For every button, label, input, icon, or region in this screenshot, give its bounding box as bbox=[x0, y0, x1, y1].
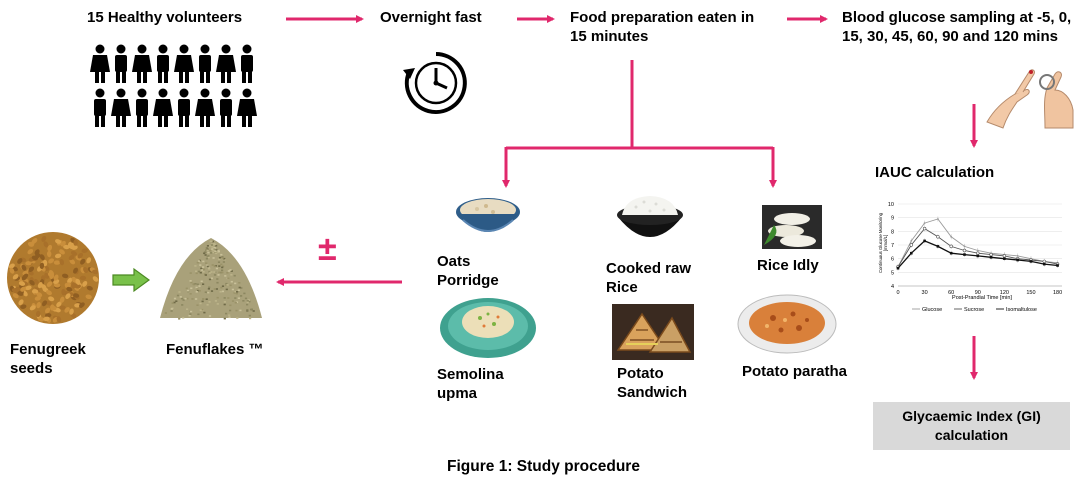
chart-point bbox=[976, 249, 979, 252]
chart-ytick-label: 9 bbox=[891, 216, 894, 222]
step-sampling-label: Blood glucose sampling at -5, 0, 15, 30,… bbox=[842, 9, 1072, 45]
chart-legend-entry: Isomaltulose bbox=[1006, 307, 1037, 313]
chart-ytick-label: 8 bbox=[891, 229, 894, 235]
chart-xtick-label: 150 bbox=[1026, 290, 1035, 296]
rice-idly-icon bbox=[762, 205, 822, 249]
food-rice-label: Cooked raw Rice bbox=[606, 260, 692, 296]
chart-point bbox=[976, 254, 980, 258]
chart-point bbox=[1016, 255, 1019, 257]
chart-point bbox=[936, 235, 940, 239]
step-volunteers-label: 15 Healthy volunteers bbox=[87, 9, 243, 26]
chart-point bbox=[989, 256, 993, 259]
chart-point bbox=[949, 244, 953, 249]
food-oats-label: Oats Porridge bbox=[437, 253, 499, 289]
oats-porridge-icon bbox=[456, 198, 520, 232]
chart-point bbox=[962, 248, 967, 253]
chart-xtick-label: 30 bbox=[922, 290, 928, 296]
semolina-upma-icon bbox=[440, 298, 536, 358]
cooked-rice-icon bbox=[617, 196, 683, 237]
chart-point bbox=[909, 243, 913, 247]
step-food-prep-label: Food preparation eaten in 15 minutes bbox=[570, 9, 755, 45]
chart-point bbox=[949, 251, 953, 255]
person-icon bbox=[153, 88, 173, 127]
chart-ytick-label: 7 bbox=[891, 243, 894, 249]
person-icon bbox=[216, 44, 236, 83]
chart-ytick-label: 6 bbox=[891, 257, 894, 263]
step-gi-box: Glycaemic Index (GI) calculation bbox=[873, 402, 1070, 450]
chart-ytick-label: 5 bbox=[891, 270, 894, 276]
chart-xlabel: Post-Prandial Time [min] bbox=[952, 295, 1012, 301]
chart-point bbox=[936, 245, 940, 248]
chart-xtick-label: 0 bbox=[896, 290, 899, 296]
person-icon bbox=[195, 88, 215, 127]
chart-xtick-label: 120 bbox=[1000, 290, 1009, 296]
person-icon bbox=[136, 88, 148, 127]
glucose-chart: 4 5 6 7 8 9 10 0 30 60 90 120 150 180 Post-Prandial T… bbox=[878, 202, 1062, 313]
chart-point bbox=[1056, 264, 1059, 267]
clock-icon bbox=[403, 52, 467, 114]
volunteers-icon bbox=[90, 44, 257, 127]
person-icon bbox=[94, 88, 106, 127]
person-icon bbox=[115, 44, 127, 83]
chart-series-line bbox=[897, 228, 1058, 268]
chart-point bbox=[910, 240, 913, 242]
chart-point bbox=[963, 245, 966, 248]
chart-point bbox=[1029, 260, 1033, 263]
chart-ylabel: Continuous Glucose Monitoring[mmol/L] bbox=[878, 212, 888, 273]
chart-point bbox=[922, 226, 927, 231]
person-icon bbox=[132, 44, 152, 83]
step-iauc-label: IAUC calculation bbox=[875, 164, 995, 181]
chart-legend-entry: Sucrose bbox=[964, 307, 984, 313]
food-sandwich-label: Potato Sandwich bbox=[617, 365, 688, 401]
chart-point bbox=[909, 251, 913, 255]
chart-xtick-label: 60 bbox=[948, 290, 954, 296]
chart-ytick-label: 10 bbox=[888, 202, 894, 208]
green-arrow-icon bbox=[112, 267, 151, 293]
person-icon bbox=[174, 44, 194, 83]
plus-minus-icon: ± bbox=[318, 230, 337, 268]
ingredient-seeds-label: Fenugreek seeds bbox=[10, 341, 86, 377]
chart-point bbox=[936, 218, 939, 220]
person-icon bbox=[199, 44, 211, 83]
person-icon bbox=[220, 88, 232, 127]
figure-caption: Figure 1: Study procedure bbox=[447, 458, 640, 475]
person-icon bbox=[241, 44, 253, 83]
food-paratha-label: Potato paratha bbox=[742, 363, 848, 380]
chart-point bbox=[963, 253, 966, 256]
chart-legend-entry: Glucose bbox=[922, 307, 942, 313]
chart-point bbox=[1042, 262, 1046, 266]
chart-ytick-label: 4 bbox=[891, 284, 894, 290]
chart-point bbox=[950, 235, 953, 238]
step-fast-label: Overnight fast bbox=[380, 9, 482, 26]
ingredient-flakes-label: Fenuflakes ™ bbox=[166, 341, 264, 358]
fenuflakes-icon bbox=[160, 238, 262, 320]
chart-point bbox=[1016, 258, 1019, 262]
chart-point bbox=[923, 222, 926, 225]
person-icon bbox=[178, 88, 190, 127]
chart-point bbox=[1003, 257, 1006, 260]
chart-point bbox=[896, 266, 900, 270]
fenugreek-seeds-icon bbox=[7, 232, 99, 324]
chart-xtick-label: 180 bbox=[1053, 290, 1062, 296]
chart-point bbox=[923, 239, 926, 243]
person-icon bbox=[111, 88, 131, 127]
food-upma-label: Semolina upma bbox=[437, 366, 504, 402]
finger-prick-icon bbox=[986, 69, 1074, 129]
food-idly-label: Rice Idly bbox=[757, 257, 819, 274]
potato-paratha-icon bbox=[737, 294, 837, 354]
person-icon bbox=[157, 44, 169, 83]
chart-xtick-label: 90 bbox=[975, 290, 981, 296]
person-icon bbox=[237, 88, 257, 127]
person-icon bbox=[90, 44, 110, 83]
potato-sandwich-icon bbox=[612, 304, 694, 360]
